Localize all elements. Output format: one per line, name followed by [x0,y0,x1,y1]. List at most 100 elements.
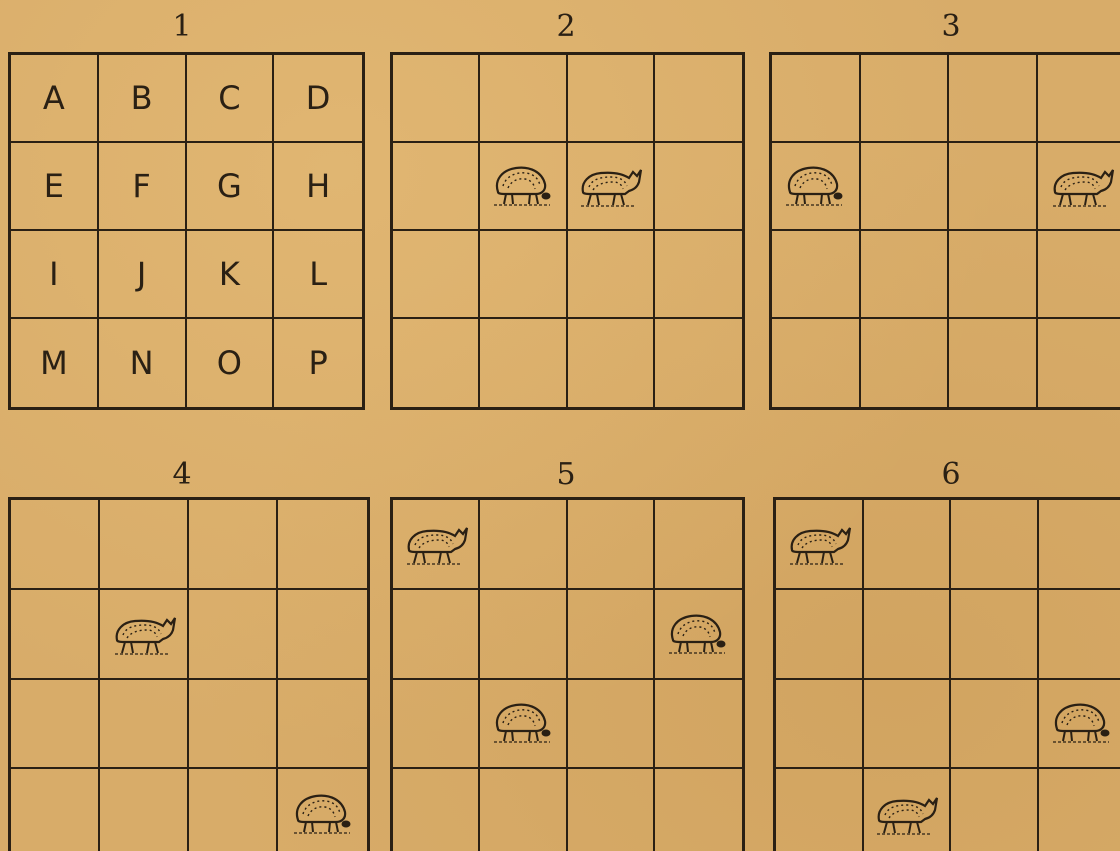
cell-letter: D [306,79,331,117]
grid-cell: H [274,143,362,231]
grid-panel-6 [773,497,1120,851]
grid-cell [655,319,742,407]
standing-sheep-icon [109,606,179,662]
standing-sheep-icon [784,516,854,572]
grid-cell [480,319,567,407]
grid-cell: F [99,143,187,231]
grid-cell: C [187,55,275,143]
grid-cell [393,769,480,851]
cell-letter: I [49,255,58,293]
grid-cell [568,500,655,590]
grid-cell [393,500,480,590]
grid-cell [480,680,567,770]
grid-cell [480,500,567,590]
grid-cell [772,55,861,143]
grid-cell [189,500,278,590]
grid-cell [568,143,655,231]
grid-cell [278,500,367,590]
cell-letter: M [40,344,68,382]
standing-sheep-icon [1047,158,1117,214]
grid-cell: J [99,231,187,319]
grid-cell [189,590,278,680]
grid-cell [655,769,742,851]
grid-cell: B [99,55,187,143]
grid-cell [480,55,567,143]
grid-cell [1038,319,1120,407]
grid-cell: G [187,143,275,231]
grid-cell [864,769,952,851]
grid-cell [776,680,864,770]
grid-cell [951,769,1039,851]
grid-cell [278,680,367,770]
grid-cell [100,590,189,680]
grid-cell [278,769,367,851]
cell-letter: H [306,167,330,205]
grid-cell [480,231,567,319]
cell-letter: P [308,344,327,382]
grid-cell [568,319,655,407]
grid-cell [393,55,480,143]
grid-cell [568,590,655,680]
standing-sheep-icon [401,516,471,572]
panel-label-5: 5 [536,460,596,490]
grid-cell: A [11,55,99,143]
grid-cell [655,231,742,319]
standing-sheep-icon [575,158,645,214]
cell-letter: E [44,167,64,205]
grid-cell [861,55,950,143]
grazing-sheep-icon [288,786,358,842]
grid-cell [1038,143,1120,231]
grid-cell [11,769,100,851]
cell-letter: N [130,344,154,382]
grid-cell [861,143,950,231]
grid-cell [951,590,1039,680]
grazing-sheep-icon [1047,695,1117,751]
panel-label-2: 2 [536,12,596,42]
grid-cell [861,231,950,319]
grid-cell [655,590,742,680]
grid-cell [772,231,861,319]
grid-cell [189,769,278,851]
grid-cell: I [11,231,99,319]
grid-cell [949,319,1038,407]
grid-cell: L [274,231,362,319]
grid-cell [568,769,655,851]
grid-cell [949,231,1038,319]
grid-cell [568,231,655,319]
cell-letter: O [217,344,242,382]
grid-cell [1039,590,1120,680]
cell-letter: C [218,79,240,117]
grid-cell [861,319,950,407]
grid-cell: O [187,319,275,407]
panel-label-4: 4 [152,460,212,490]
grid-cell [480,590,567,680]
grid-cell: E [11,143,99,231]
grid-cell [864,680,952,770]
cell-letter: L [309,255,327,293]
grid-cell [1038,55,1120,143]
grid-cell [949,55,1038,143]
grid-cell [1039,500,1120,590]
grid-cell: M [11,319,99,407]
cell-letter: B [131,79,153,117]
grid-cell [655,500,742,590]
grid-cell: P [274,319,362,407]
panel-label-6: 6 [921,460,981,490]
grazing-sheep-icon [488,695,558,751]
grid-cell [776,769,864,851]
grid-cell [655,143,742,231]
cell-letter: G [217,167,242,205]
cell-letter: A [43,79,65,117]
grid-cell [11,500,100,590]
grid-cell [393,590,480,680]
grid-cell [11,590,100,680]
grid-cell [393,680,480,770]
grid-cell [189,680,278,770]
grid-cell [951,680,1039,770]
panel-label-1: 1 [152,12,212,42]
grid-panel-2 [390,52,745,410]
grid-cell [655,55,742,143]
grid-cell [393,143,480,231]
grid-cell [776,500,864,590]
grid-panel-3 [769,52,1120,410]
